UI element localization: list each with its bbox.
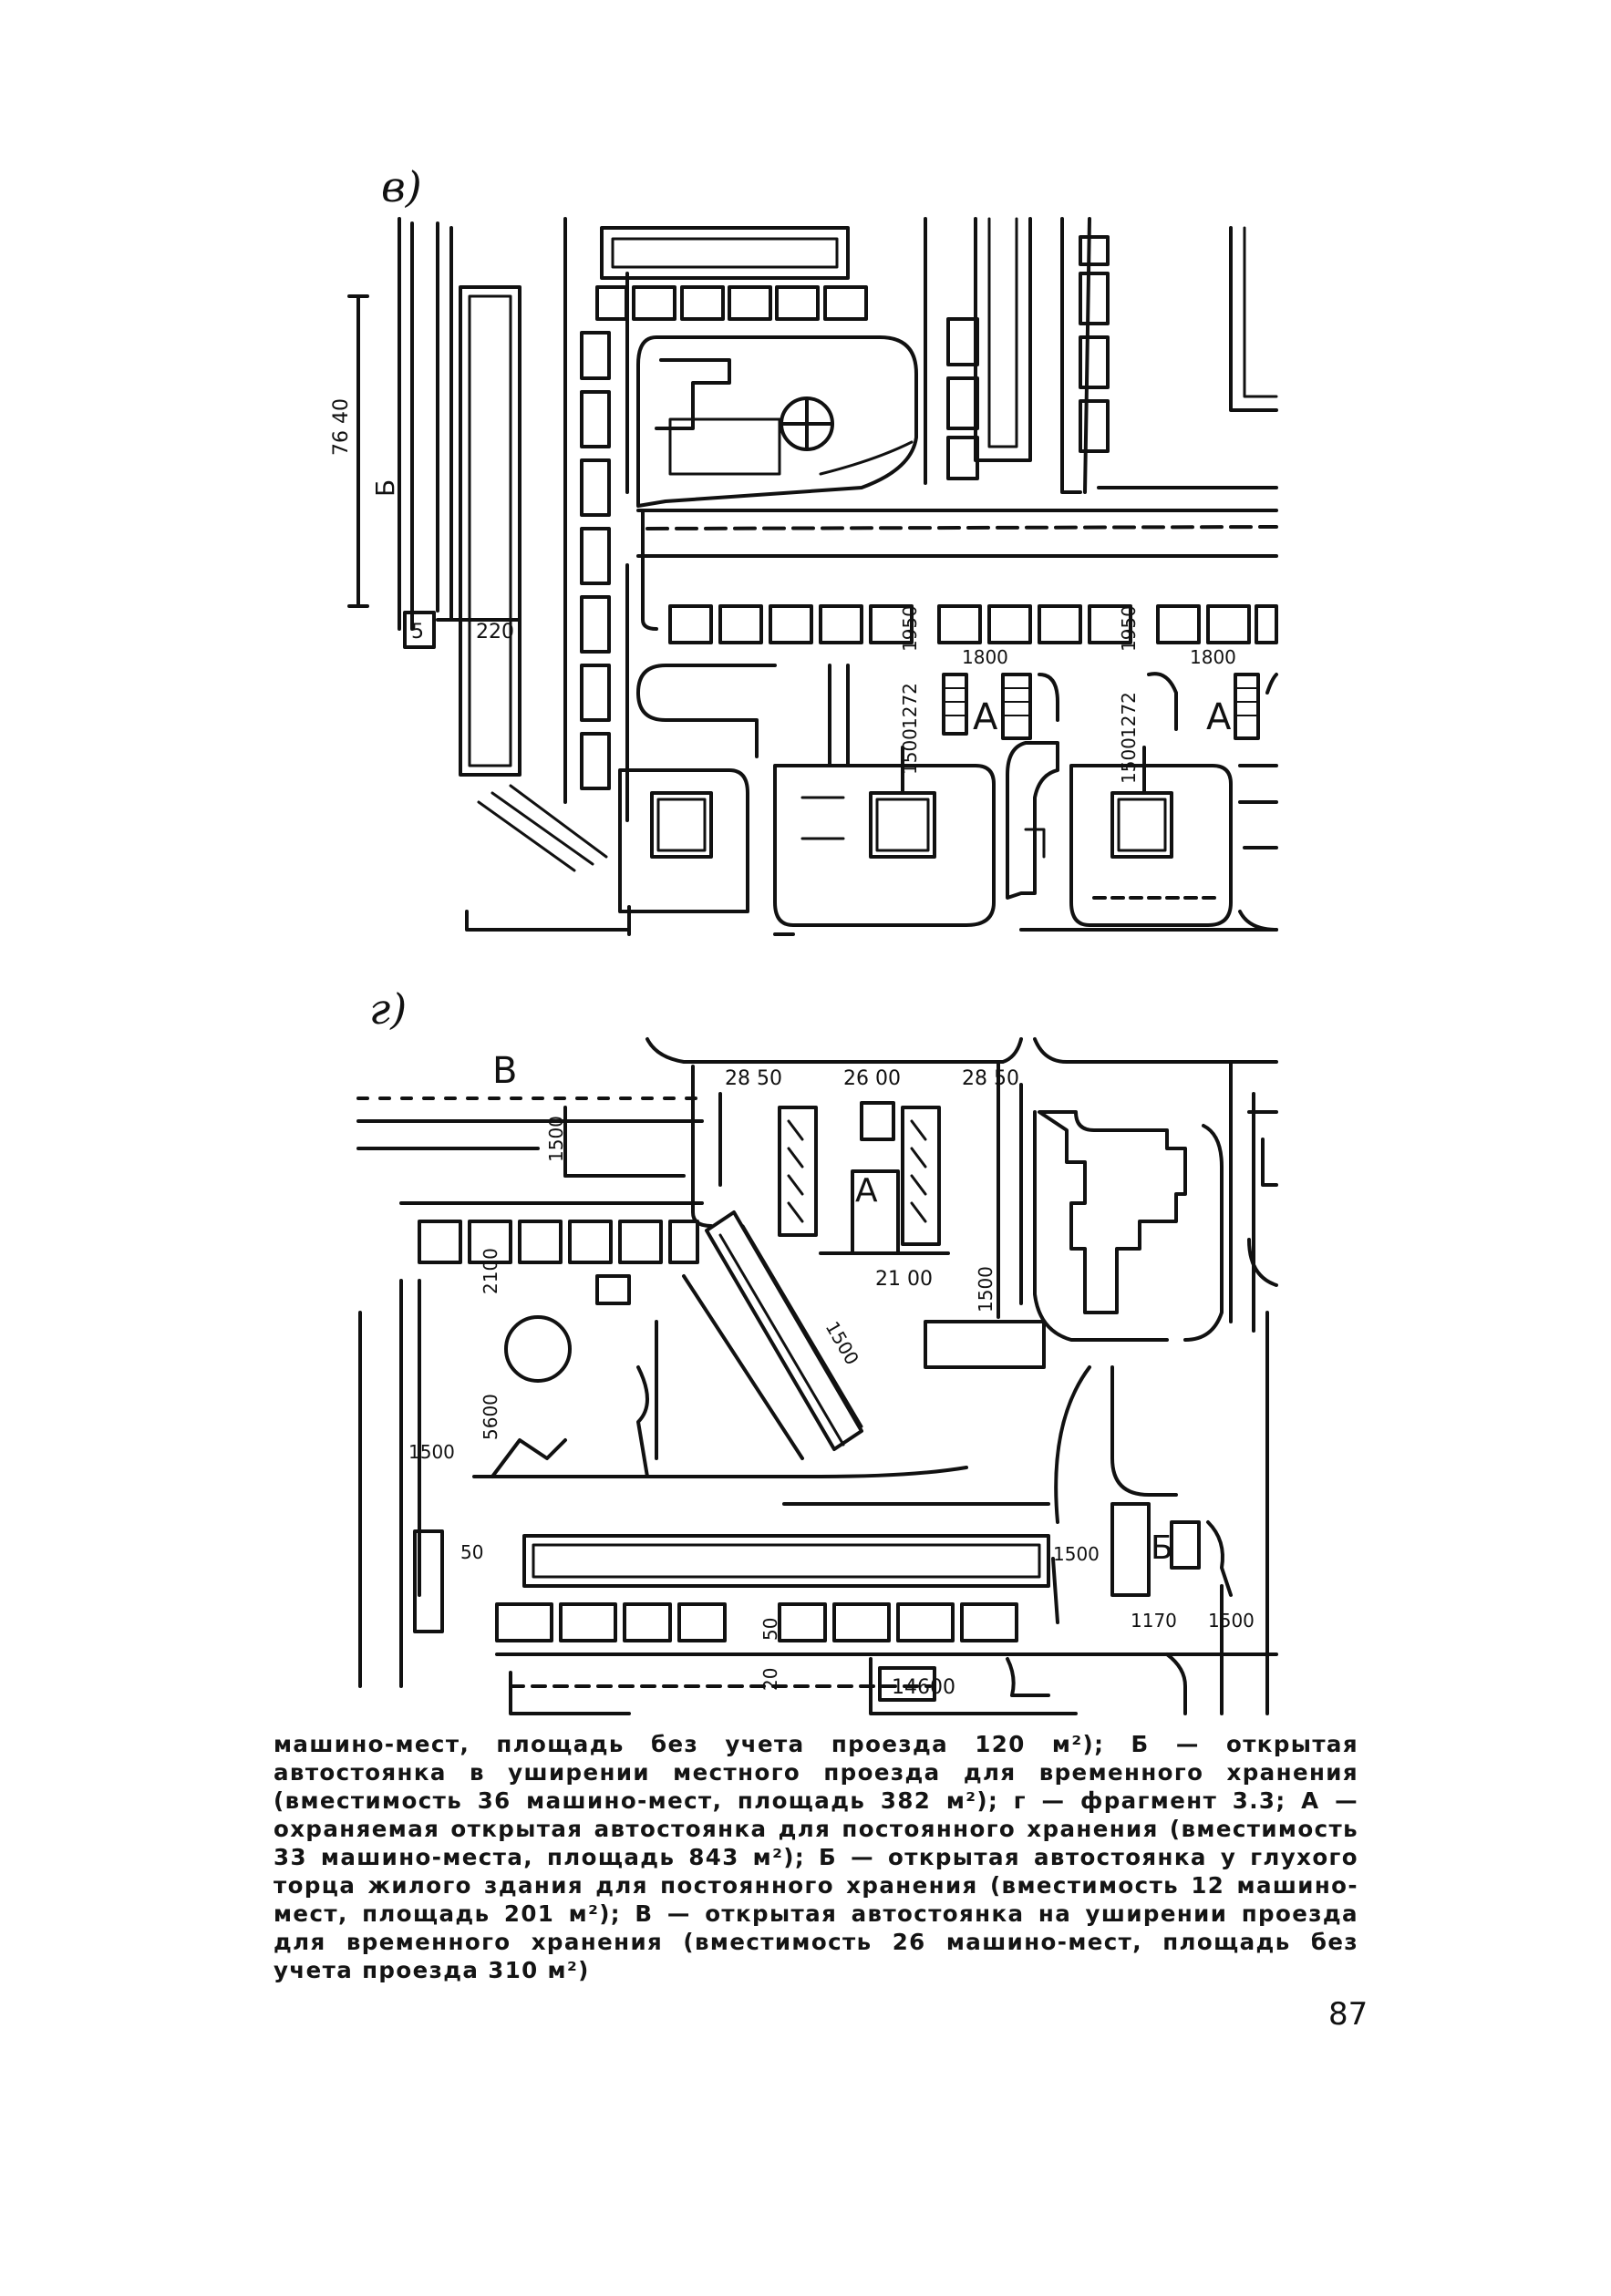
zone-a-label: А	[855, 1172, 878, 1210]
dim-2850-right: 28 50	[962, 1067, 1019, 1090]
plan-v-labels: 76 40 Б 5 220 1800 1800 1950 1950 1272 1…	[330, 398, 1236, 784]
dim-1500-horizontal: 1500	[408, 1441, 455, 1463]
zone-v-label: В	[492, 1050, 517, 1092]
panel-label-g: г)	[369, 984, 408, 1034]
dim-14600: 14600	[892, 1676, 955, 1699]
dim-1950-left: 1950	[899, 605, 921, 652]
zone-b-label: Б	[370, 479, 400, 497]
dim-50-bottom: 50	[759, 1618, 781, 1641]
dim-1272-left: 1272	[899, 683, 921, 729]
dim-2600: 26 00	[843, 1067, 901, 1090]
dim-1500-right: 1500	[1118, 737, 1140, 784]
dim-1500-vertical: 1500	[545, 1116, 567, 1162]
dim-5: 5	[411, 621, 424, 643]
dim-2100-horizontal: 21 00	[875, 1268, 933, 1291]
dim-2100-vertical: 2100	[480, 1248, 501, 1294]
dim-1800-left: 1800	[962, 646, 1008, 668]
dim-1950-right: 1950	[1118, 605, 1140, 652]
dim-1500-diagonal: 1500	[821, 1318, 863, 1369]
dim-1500-right: 1500	[1053, 1543, 1100, 1565]
dim-50: 50	[460, 1541, 483, 1563]
figure-caption: машино-мест, площадь без учета проезда 1…	[274, 1731, 1358, 1983]
plan-v	[347, 217, 1278, 936]
plan-g	[356, 1037, 1278, 1715]
dim-220: 220	[476, 621, 514, 643]
panel-label-v: в)	[381, 162, 422, 211]
dim-7640: 76 40	[330, 398, 353, 456]
dim-1500-mid: 1500	[975, 1266, 997, 1313]
dim-1800-right: 1800	[1190, 646, 1236, 668]
dim-20: 20	[759, 1668, 781, 1691]
dim-1170: 1170	[1131, 1610, 1177, 1632]
dim-2850-left: 28 50	[725, 1067, 782, 1090]
zone-a-label-right: А	[1206, 696, 1232, 738]
zone-b-label: Б	[1151, 1529, 1173, 1567]
dim-5600: 5600	[480, 1394, 501, 1440]
page-number: 87	[1328, 1996, 1368, 2033]
zone-a-label-left: А	[973, 696, 998, 738]
dim-1500-far-right: 1500	[1208, 1610, 1255, 1632]
dim-1500-left: 1500	[899, 728, 921, 775]
dim-1272-right: 1272	[1118, 692, 1140, 738]
